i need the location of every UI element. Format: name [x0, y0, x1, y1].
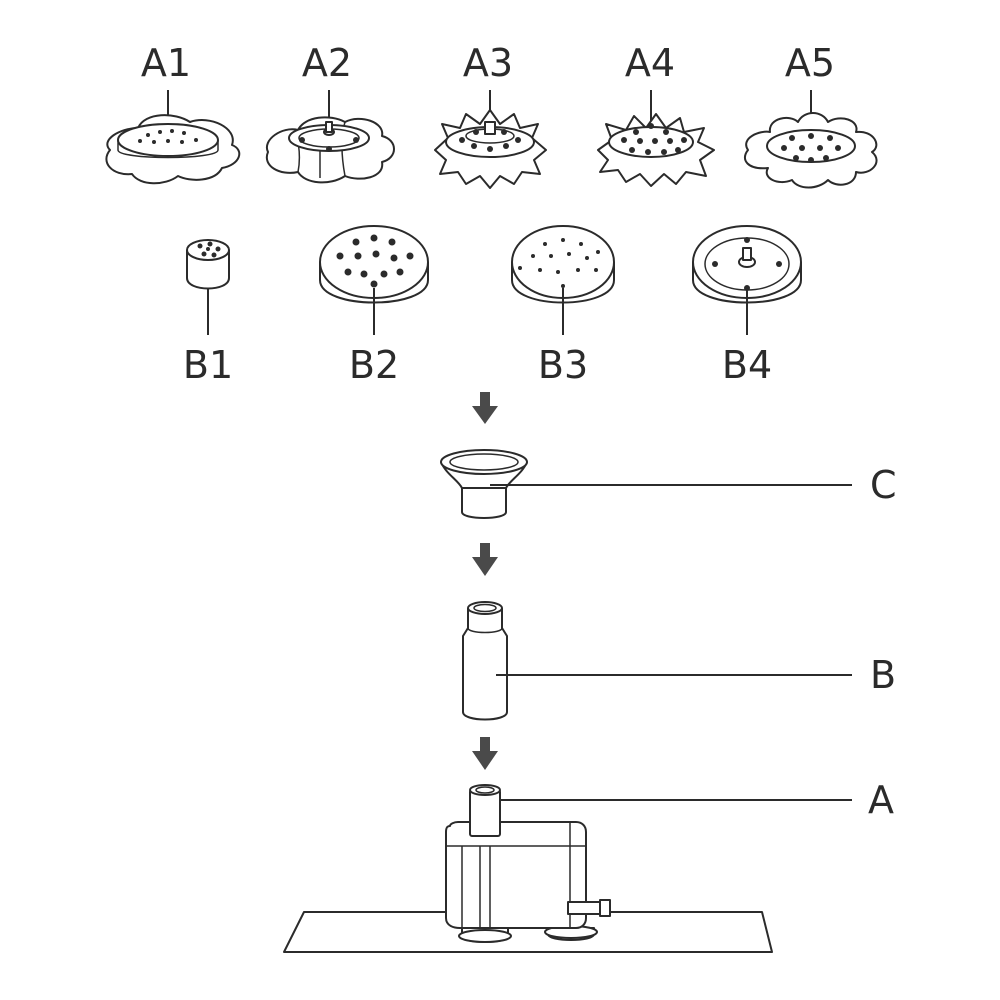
- nozzle-a1-holes: [138, 129, 198, 144]
- nozzle-a1: [105, 114, 241, 185]
- part-c-adapter: C: [440, 449, 897, 519]
- nozzle-b3-holes: [518, 238, 600, 288]
- nozzle-b3: [511, 225, 615, 335]
- nozzle-a4-holes: [621, 123, 687, 155]
- nozzle-a-labels: A1 A2 A3 A4 A5: [141, 41, 835, 85]
- nozzle-b2: [319, 225, 429, 335]
- label-b1: B1: [183, 343, 233, 387]
- nozzle-b2-holes: [336, 234, 414, 288]
- nozzle-a3: [434, 109, 547, 189]
- part-b-tube: B: [462, 601, 896, 721]
- label-a3: A3: [463, 41, 513, 85]
- label-b: B: [870, 653, 896, 697]
- part-a-pump: A: [283, 778, 894, 953]
- nozzle-a2: [265, 116, 395, 184]
- down-arrow-icon: [472, 543, 498, 576]
- label-a1: A1: [141, 41, 191, 85]
- label-a5: A5: [785, 41, 835, 85]
- label-b4: B4: [722, 343, 772, 387]
- nozzle-b1: [186, 239, 230, 335]
- label-b3: B3: [538, 343, 588, 387]
- down-arrow-icon: [472, 737, 498, 770]
- nozzle-a5: [743, 112, 878, 189]
- nozzle-b4: [692, 225, 802, 335]
- nozzle-a4: [597, 113, 715, 187]
- nozzle-a5-holes: [781, 133, 841, 163]
- label-a4: A4: [625, 41, 675, 85]
- nozzle-a3-holes: [459, 129, 521, 152]
- label-c: C: [870, 463, 897, 507]
- label-a2: A2: [302, 41, 352, 85]
- nozzle-b-labels: B1 B2 B3 B4: [183, 343, 772, 387]
- down-arrow-icon: [472, 392, 498, 424]
- label-b2: B2: [349, 343, 399, 387]
- label-a: A: [868, 778, 894, 822]
